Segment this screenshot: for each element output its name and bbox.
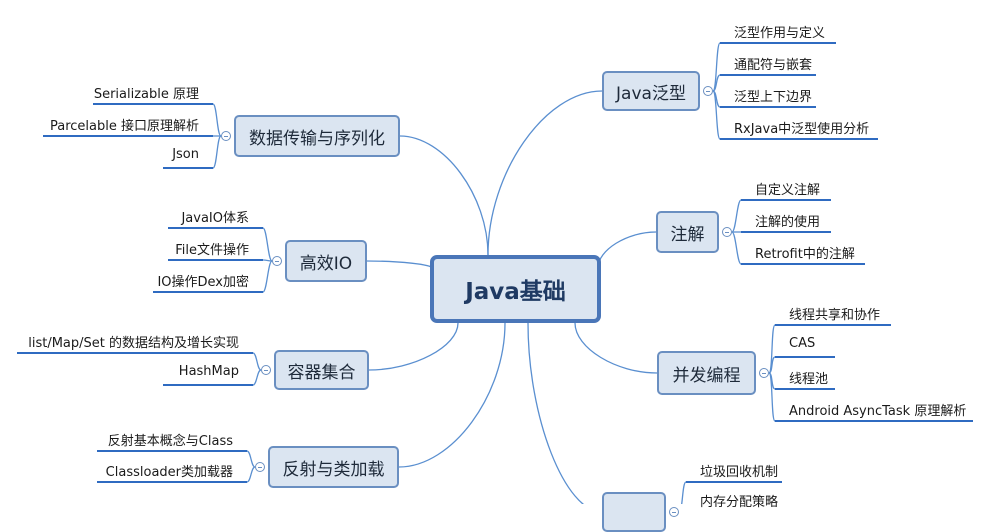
subtopic-annotation[interactable]: Retrofit中的注解 bbox=[755, 247, 855, 262]
subtopic-serialization[interactable]: Parcelable 接口原理解析 bbox=[50, 119, 199, 134]
branch-annotation[interactable]: 注解 bbox=[656, 211, 719, 253]
subtopic-generics[interactable]: RxJava中泛型使用分析 bbox=[734, 122, 870, 137]
subtopic-concurrency[interactable]: Android AsyncTask 原理解析 bbox=[789, 404, 967, 419]
subtopic-annotation[interactable]: 自定义注解 bbox=[755, 183, 821, 198]
collapse-toggle-icon[interactable] bbox=[703, 86, 713, 96]
leaf-connector bbox=[712, 42, 721, 92]
leaf-connector bbox=[768, 372, 776, 422]
leaf-connector bbox=[252, 352, 262, 371]
subtopic-annotation[interactable]: 注解的使用 bbox=[755, 215, 821, 230]
branch-connector-generics bbox=[487, 90, 603, 256]
branch-gc[interactable] bbox=[602, 492, 666, 532]
subtopic-collections[interactable]: HashMap bbox=[178, 364, 239, 379]
subtopic-concurrency[interactable]: 线程池 bbox=[789, 372, 829, 387]
branch-connector-concurrency bbox=[574, 322, 658, 374]
leaf-connector bbox=[712, 74, 721, 92]
subtopic-reflection[interactable]: 反射基本概念与Class bbox=[107, 434, 233, 449]
collapse-toggle-icon[interactable] bbox=[272, 256, 282, 266]
subtopic-serialization[interactable]: Json bbox=[172, 147, 199, 162]
subtopic-gc[interactable]: 内存分配策略 bbox=[700, 495, 779, 510]
central-topic[interactable]: Java基础 bbox=[430, 255, 601, 323]
subtopic-collections[interactable]: list/Map/Set 的数据结构及增长实现 bbox=[28, 336, 239, 351]
subtopic-gc[interactable]: 垃圾回收机制 bbox=[700, 465, 779, 480]
leaf-connector bbox=[212, 135, 222, 169]
subtopic-io[interactable]: JavaIO体系 bbox=[181, 211, 249, 226]
leaf-connector bbox=[768, 324, 776, 374]
collapse-toggle-icon[interactable] bbox=[759, 368, 769, 378]
collapse-toggle-icon[interactable] bbox=[722, 227, 732, 237]
collapse-toggle-icon[interactable] bbox=[221, 131, 231, 141]
subtopic-reflection[interactable]: Classloader类加载器 bbox=[105, 465, 233, 480]
branch-concurrency[interactable]: 并发编程 bbox=[657, 351, 756, 395]
leaf-connector bbox=[262, 260, 273, 293]
leaf-connector bbox=[681, 481, 687, 504]
collapse-toggle-icon[interactable] bbox=[261, 365, 271, 375]
branch-generics[interactable]: Java泛型 bbox=[602, 71, 700, 111]
leaf-connector bbox=[731, 199, 742, 233]
subtopic-concurrency[interactable]: 线程共享和协作 bbox=[789, 308, 881, 323]
leaf-connector bbox=[212, 103, 222, 137]
leaf-connector bbox=[246, 450, 256, 468]
branch-serialization[interactable]: 数据传输与序列化 bbox=[234, 115, 400, 157]
branch-connector-collections bbox=[368, 322, 459, 371]
collapse-toggle-icon[interactable] bbox=[255, 462, 265, 472]
subtopic-io[interactable]: IO操作Dex加密 bbox=[157, 275, 249, 290]
leaf-connector bbox=[262, 227, 273, 262]
branch-io[interactable]: 高效IO bbox=[285, 240, 367, 282]
branch-connector-annotation bbox=[597, 231, 657, 269]
leaf-connector bbox=[712, 90, 721, 140]
subtopic-concurrency[interactable]: CAS bbox=[789, 336, 816, 351]
branch-connector-reflection bbox=[398, 322, 506, 468]
leaf-connector bbox=[246, 466, 256, 483]
branch-connector-serialization bbox=[399, 135, 489, 256]
collapse-toggle-icon[interactable] bbox=[669, 507, 679, 517]
branch-connector-io bbox=[366, 260, 433, 269]
leaf-connector bbox=[252, 369, 262, 386]
branch-connector-gc bbox=[527, 322, 585, 504]
subtopic-generics[interactable]: 泛型作用与定义 bbox=[734, 26, 826, 41]
subtopic-io[interactable]: File文件操作 bbox=[175, 243, 249, 258]
branch-reflection[interactable]: 反射与类加载 bbox=[268, 446, 399, 488]
subtopic-serialization[interactable]: Serializable 原理 bbox=[93, 87, 199, 102]
subtopic-generics[interactable]: 泛型上下边界 bbox=[734, 90, 813, 105]
branch-collections[interactable]: 容器集合 bbox=[274, 350, 369, 390]
subtopic-generics[interactable]: 通配符与嵌套 bbox=[734, 58, 813, 73]
leaf-connector bbox=[768, 356, 776, 374]
leaf-connector bbox=[731, 231, 742, 265]
